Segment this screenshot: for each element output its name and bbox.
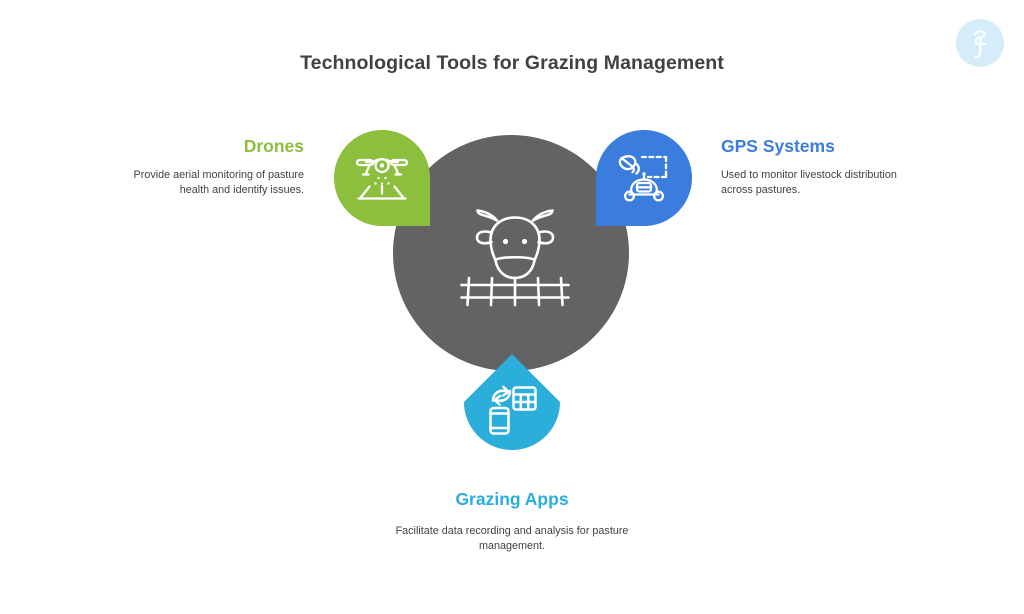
brand-logo-icon [956, 19, 1004, 67]
node-apps[interactable] [464, 354, 560, 450]
label-drones-heading: Drones [243, 136, 304, 156]
node-drones-teardrop [334, 130, 430, 226]
label-drones: Drones Provide aerial monitoring of past… [128, 136, 304, 199]
drone-icon [355, 157, 409, 200]
node-drones[interactable] [334, 130, 430, 226]
gps-satellite-tractor-icon [618, 155, 668, 202]
cow-and-fence-icon [455, 190, 575, 310]
label-gps-heading: GPS Systems [721, 136, 835, 156]
label-apps-heading: Grazing Apps [455, 489, 569, 509]
node-gps[interactable] [596, 130, 692, 226]
brand-logo [955, 18, 1005, 68]
node-apps-teardrop [464, 354, 560, 450]
label-apps: Grazing Apps Facilitate data recording a… [392, 489, 632, 555]
label-gps: GPS Systems Used to monitor livestock di… [721, 136, 911, 199]
label-drones-description: Provide aerial monitoring of pasture hea… [133, 169, 304, 197]
central-hub-circle [393, 135, 629, 371]
label-apps-description: Facilitate data recording and analysis f… [395, 525, 629, 553]
page-title: Technological Tools for Grazing Manageme… [300, 52, 724, 74]
mobile-spreadsheet-sync-icon [489, 385, 537, 435]
label-gps-description: Used to monitor livestock distribution a… [721, 169, 897, 197]
